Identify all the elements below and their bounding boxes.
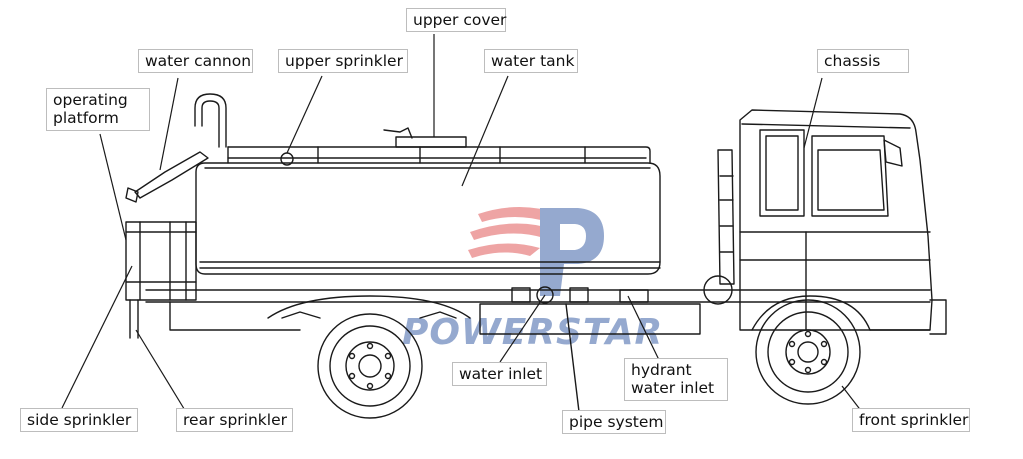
label-rear-sprinkler: rear sprinkler	[176, 408, 293, 433]
label-pipe-system: pipe system	[562, 410, 666, 435]
label-hydrant-line1: hydrant	[631, 361, 692, 379]
label-operating-platform-line1: operating	[53, 91, 128, 109]
watermark-text: POWERSTAR	[402, 312, 663, 353]
leader-front-sprinkler	[841, 385, 863, 413]
leader-water-tank	[461, 75, 509, 187]
label-side-sprinkler: side sprinkler	[20, 408, 138, 433]
leader-water-inlet	[499, 294, 546, 363]
label-water-inlet: water inlet	[452, 362, 547, 387]
label-operating-platform: operating platform	[46, 88, 150, 131]
leader-chassis	[803, 77, 823, 149]
leader-side-sprinkler	[61, 265, 133, 409]
label-front-sprinkler: front sprinkler	[852, 408, 970, 433]
leader-rear-sprinkler	[135, 329, 187, 413]
rear-wheel	[317, 313, 423, 419]
label-hydrant-line2: water inlet	[631, 379, 715, 398]
water-cannon	[194, 93, 227, 148]
leader-hydrant	[627, 295, 661, 363]
label-chassis: chassis	[817, 49, 909, 74]
upper-sprinkler-pipe	[227, 146, 651, 164]
label-operating-platform-line2: platform	[53, 109, 119, 128]
powerstar-watermark: POWERSTAR	[402, 207, 663, 353]
cab	[739, 109, 947, 335]
water-tank-body	[195, 162, 661, 275]
operating-platform	[125, 221, 197, 301]
leader-lines	[61, 34, 863, 413]
label-upper-sprinkler: upper sprinkler	[278, 49, 408, 74]
leader-water-cannon	[159, 77, 179, 171]
leader-operating-platform	[99, 133, 127, 241]
label-water-cannon: water cannon	[138, 49, 253, 74]
truck-drawing	[125, 93, 947, 421]
upper-cover-hatch	[395, 136, 467, 148]
label-upper-cover: upper cover	[406, 8, 506, 33]
label-water-tank: water tank	[484, 49, 578, 74]
label-hydrant-water-inlet: hydrant water inlet	[624, 358, 728, 401]
leader-upper-sprinkler	[286, 75, 323, 154]
front-wheel	[755, 299, 861, 405]
